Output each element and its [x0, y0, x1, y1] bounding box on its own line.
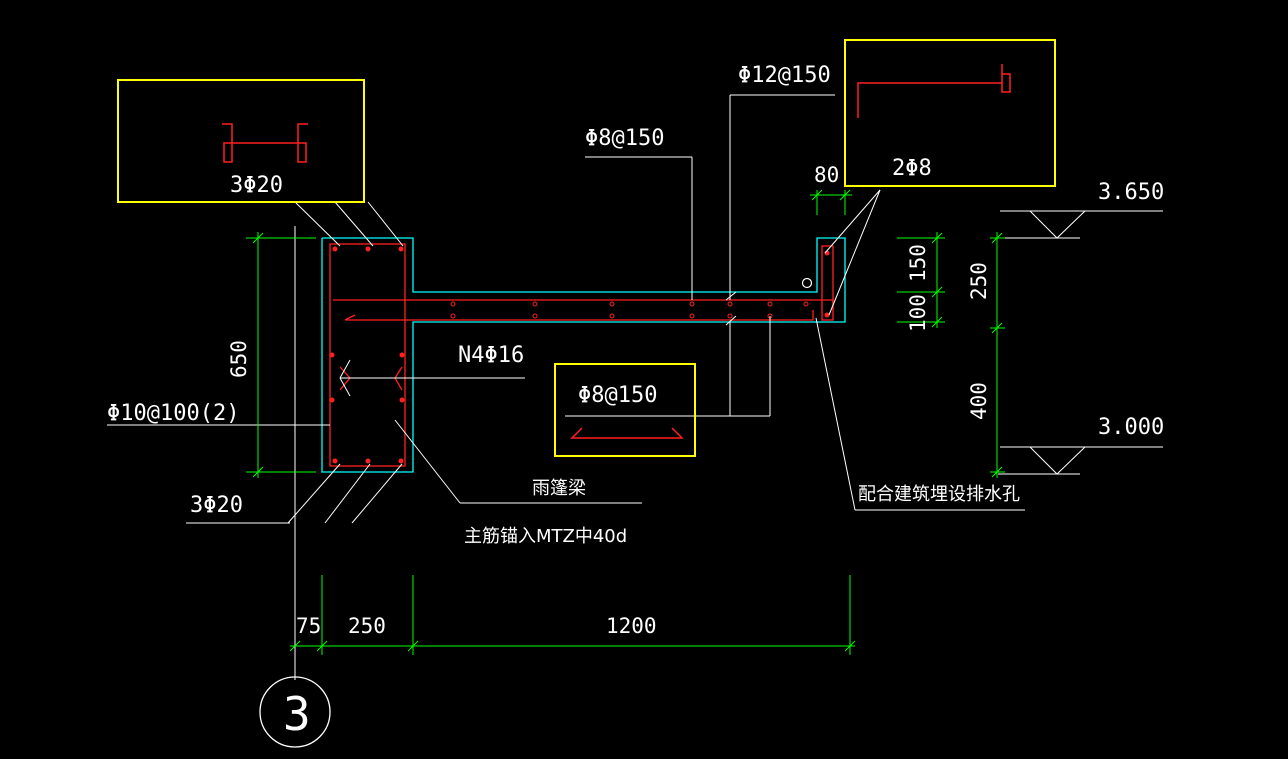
- concrete-outline: [321, 237, 846, 473]
- beam-name-label: 雨篷梁: [532, 478, 586, 499]
- level-markers: [998, 210, 1163, 475]
- dim-upstand-width: 80: [814, 163, 839, 187]
- bar-dot: [398, 246, 404, 252]
- bar-dot: [532, 301, 538, 307]
- slab-bottom-bar: [344, 310, 814, 321]
- bar-dot: [332, 458, 338, 464]
- slab-bottom-detail-label: Φ8@150: [578, 383, 657, 408]
- slab-bar-dots: [450, 301, 809, 319]
- upstand-bar: [821, 245, 834, 321]
- drain-hole: [801, 277, 813, 289]
- bar-dot: [398, 458, 404, 464]
- bar-dot: [450, 301, 456, 307]
- bar-dot: [329, 397, 335, 403]
- bar-dot: [727, 313, 733, 319]
- top-bars-label: 3Φ20: [230, 173, 283, 198]
- bar-dot: [365, 246, 371, 252]
- beam-and-slab-outline: [321, 237, 846, 473]
- hook-right: [394, 366, 403, 379]
- beam-stirrup: [329, 243, 406, 467]
- bar-dot: [767, 301, 773, 307]
- dim-beam-depth: 650: [227, 340, 251, 378]
- leader-lines: [107, 94, 1025, 680]
- rebar-dots: [329, 246, 830, 464]
- bar-dot: [399, 397, 405, 403]
- level-top: 3.650: [1098, 180, 1164, 205]
- bar-dot: [329, 352, 335, 358]
- dimension-lines: [246, 189, 1005, 655]
- bar-dot: [332, 246, 338, 252]
- grid-axis-bubble: [259, 676, 331, 748]
- dim-beam-width: 250: [348, 614, 386, 638]
- bar-dot: [450, 313, 456, 319]
- bottom-bars-label: 3Φ20: [190, 493, 243, 518]
- grid-axis-label: 3: [283, 687, 311, 741]
- edge-bars-label: 2Φ8: [892, 156, 932, 181]
- bar-dot: [399, 352, 405, 358]
- bar-dot: [803, 301, 809, 307]
- dim-canopy-length: 1200: [606, 614, 657, 638]
- dim-offset: 75: [296, 614, 321, 638]
- anchorage-note: 主筋锚入MTZ中40d: [464, 526, 627, 547]
- bar-dot: [609, 313, 615, 319]
- hook-left: [339, 366, 351, 379]
- bar-dot: [727, 301, 733, 307]
- hook-left-lower: [339, 377, 351, 391]
- hook-right-lower: [394, 377, 403, 391]
- dim-upstand-height: 250: [967, 262, 991, 300]
- dim-beam-below-slab: 400: [967, 382, 991, 420]
- text-labels: 3Φ20 3Φ20 Φ12@150 Φ8@150 Φ8@150 2Φ8 N4Φ1…: [107, 63, 1164, 741]
- callout-bottom-middle: [554, 363, 696, 457]
- slab-bottom-bars-label: Φ8@150: [585, 126, 664, 151]
- bar-dot: [609, 301, 615, 307]
- dim-slab-lower: 100: [906, 294, 930, 332]
- dim-slab-upper: 150: [906, 244, 930, 282]
- side-bars-label: N4Φ16: [458, 343, 524, 368]
- bar-dot: [532, 313, 538, 319]
- drain-note: 配合建筑埋设排水孔: [858, 484, 1020, 505]
- slab-top-bars-label: Φ12@150: [738, 63, 831, 88]
- stirrups-label: Φ10@100(2): [107, 401, 239, 426]
- callout-top-right: [844, 39, 1056, 187]
- bar-dot: [689, 313, 695, 319]
- level-bottom: 3.000: [1098, 415, 1164, 440]
- bar-dot: [824, 312, 830, 318]
- bar-dot: [689, 301, 695, 307]
- callout-top-left: [117, 79, 365, 203]
- slab-top-bar: [333, 299, 834, 310]
- bar-dot: [365, 458, 371, 464]
